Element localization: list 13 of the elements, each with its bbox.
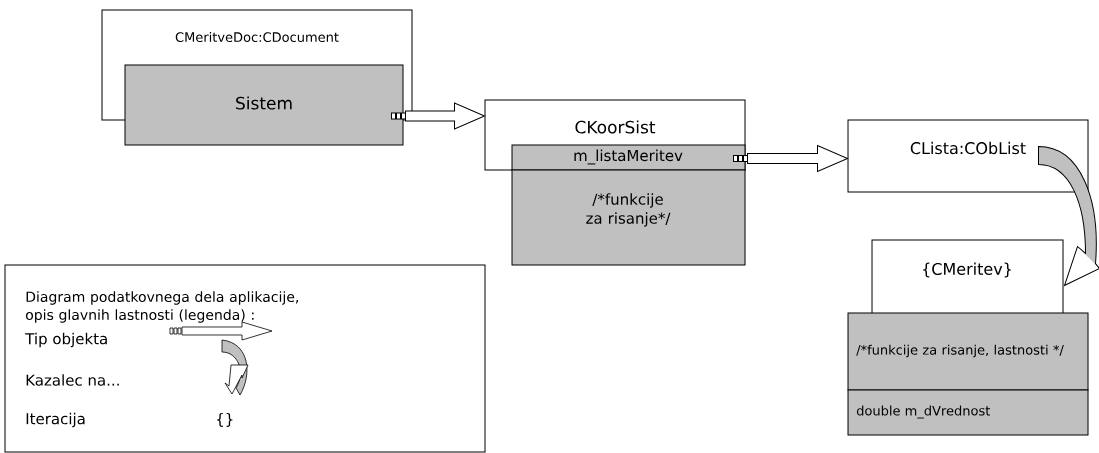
member-box: double m_dVrednost — [847, 389, 1089, 436]
legend-text: Tip objekta — [25, 332, 107, 348]
member-box: /*funkcije za risanje, lastnosti */ — [847, 312, 1089, 391]
legend-text: Kazalec na... — [26, 374, 119, 386]
legend-text: Iteracija — [26, 412, 85, 428]
iteration-symbol: {} — [217, 413, 233, 427]
legend-title: Diagram podatkovnega dela aplikacije, opis glavnih lastnosti (legenda) : — [25, 291, 298, 323]
arrow — [1038, 146, 1099, 286]
class-box: Sistem — [124, 64, 404, 146]
arrow — [391, 102, 485, 130]
arrow — [733, 145, 848, 172]
member-box: m_listaMeritev — [511, 144, 746, 171]
class-box: CLista:CObList — [847, 119, 1089, 193]
